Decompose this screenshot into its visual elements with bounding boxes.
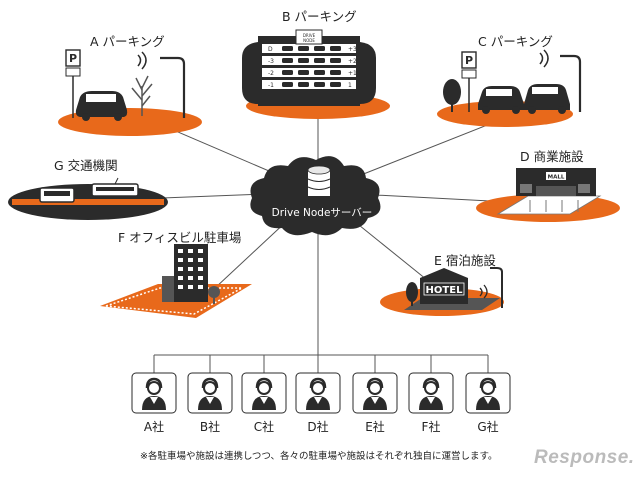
car-icon [330,46,341,51]
label-f-office: F オフィスビル駐車場 [118,230,242,245]
svg-text:P: P [465,54,473,67]
company-label: D社 [307,420,329,434]
svg-text:MALL: MALL [548,175,565,181]
company-box [187,372,233,414]
car-icon [298,70,309,75]
car-icon [298,58,309,63]
company-label: B社 [199,420,221,434]
car-icon [314,58,325,63]
server-label: Drive Nodeサーバー [271,207,373,219]
operator-icon [311,381,325,395]
streetlamp-icon [490,267,503,308]
company-box [295,372,341,414]
operator-icon [368,381,382,395]
car-icon [330,70,341,75]
operator-icon [147,381,161,395]
operator-icon [203,381,217,395]
tree-icon [208,286,220,298]
server-cloud [250,156,381,236]
car-icon [282,58,293,63]
footnote: ※各駐車場や施設は連携しつつ、各々の駐車場や施設はそれぞれ独自に運営します。 [140,451,498,462]
database-icon [307,165,331,196]
floor-label: D [268,46,273,53]
label-d-commercial: D 商業施設 [520,149,584,164]
car-icon [282,82,293,87]
svg-text:P: P [69,52,77,65]
tree-icon [406,282,418,302]
label-a-parking: A パーキング [90,34,165,49]
transport-g [8,177,168,220]
car-icon [314,46,325,51]
car-icon [314,70,325,75]
company-label: E社 [365,420,385,434]
streetlamp-icon [160,56,186,118]
car-icon [314,82,325,87]
parking-c: P [437,49,582,127]
svg-text:NODE: NODE [303,38,315,43]
hotel-e: HOTEL [380,267,504,316]
floor-label: -2 [268,70,274,77]
car-icon [298,82,309,87]
label-e-hotel: E 宿泊施設 [434,253,496,268]
floor-label: +3 [348,46,357,53]
signal-icon [479,284,488,299]
office-building-icon [174,244,208,302]
floor-label: -1 [268,82,274,89]
commercial-d: MALL [476,168,620,222]
parking-sign-icon [65,49,81,67]
car-icon [298,46,309,51]
company-box [131,372,177,414]
company-label: C社 [253,420,275,434]
tree-icon [131,75,153,116]
floor-label: +1 [348,70,357,77]
company-box [352,372,398,414]
svg-text:HOTEL: HOTEL [426,285,464,296]
company-label: F社 [421,420,441,434]
floor-label: -3 [268,58,274,65]
operator-icon [424,381,438,395]
car-icon [282,70,293,75]
label-c-parking: C パーキング [478,34,553,49]
office-f [100,244,252,318]
parking-b-tower: D +3 -3 +2 -2 +1 -1 1 DRIVE NODE [242,29,390,119]
company-box [465,372,511,414]
parking-a: P [58,49,202,136]
tree-icon [443,79,461,105]
svg-text:DRIVE: DRIVE [303,33,316,38]
car-icon [330,58,341,63]
company-box [408,372,454,414]
label-b-parking: B パーキング [282,9,357,24]
car-icon [282,46,293,51]
company-label: G社 [477,420,499,434]
operator-icon [481,381,495,395]
company-box [241,372,287,414]
car-icon [330,82,341,87]
signal-icon [137,51,147,70]
streetlamp-icon [560,54,582,112]
company-label: A社 [143,420,165,434]
floor-label: 1 [348,82,352,89]
brand-logo: Response. [534,447,635,468]
operator-icon [257,381,271,395]
label-g-transport: G 交通機関 [54,158,118,173]
floor-label: +2 [348,58,357,65]
signal-icon [539,49,549,68]
parking-sign-icon [461,51,477,69]
